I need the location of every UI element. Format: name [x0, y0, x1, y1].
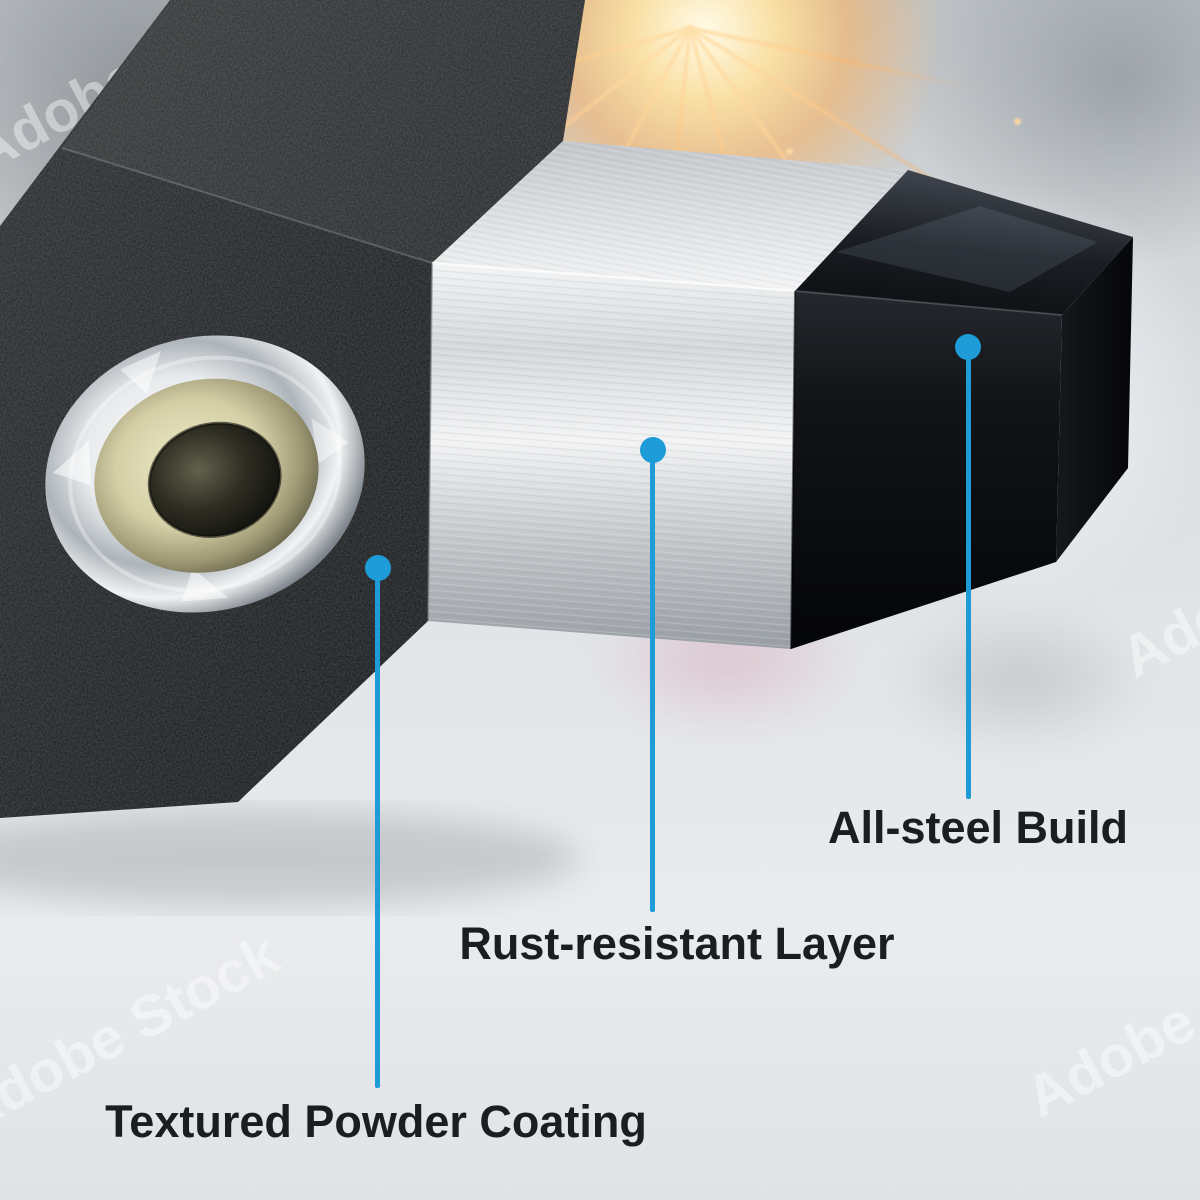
cap-end-face — [1056, 237, 1133, 562]
callout-label-steel: All-steel Build — [827, 802, 1129, 853]
all-steel-end-cap — [790, 170, 1133, 650]
callout-line-steel — [966, 347, 971, 799]
hole-facet-highlight — [311, 418, 349, 465]
bar-shadow — [0, 810, 580, 906]
hole-rim-highlight — [68, 355, 342, 593]
callout-label-powder: Textured Powder Coating — [105, 1096, 647, 1147]
cap-top-face — [795, 170, 1133, 315]
rust-resistant-steel-section — [427, 141, 908, 649]
steel-front-brush-texture — [428, 263, 795, 649]
cap-front-face — [791, 291, 1062, 649]
callout-line-powder — [375, 568, 380, 1088]
callout-line-rust — [650, 450, 655, 912]
callout-label-rust: Rust-resistant Layer — [459, 918, 895, 969]
hole-bore-edge — [147, 421, 282, 538]
steel-left-edge — [427, 262, 433, 622]
cap-top-reflection — [836, 206, 1098, 292]
hole-facet-highlight — [182, 567, 229, 602]
callout-dot-rust — [640, 437, 666, 463]
hole-bore — [149, 423, 281, 537]
steel-top-edge-highlight — [431, 261, 796, 293]
hole-facet-highlight — [120, 351, 161, 394]
cap-top-edge — [794, 290, 1063, 316]
cap-left-seam — [790, 290, 796, 650]
steel-top-brush-texture — [432, 141, 908, 291]
callout-dot-steel — [955, 334, 981, 360]
hole-facet-highlight — [53, 441, 92, 486]
powder-coated-arm — [0, 0, 585, 818]
countersunk-hole — [45, 335, 365, 613]
callout-dot-powder — [365, 555, 391, 581]
powder-fold-highlight — [61, 147, 433, 264]
